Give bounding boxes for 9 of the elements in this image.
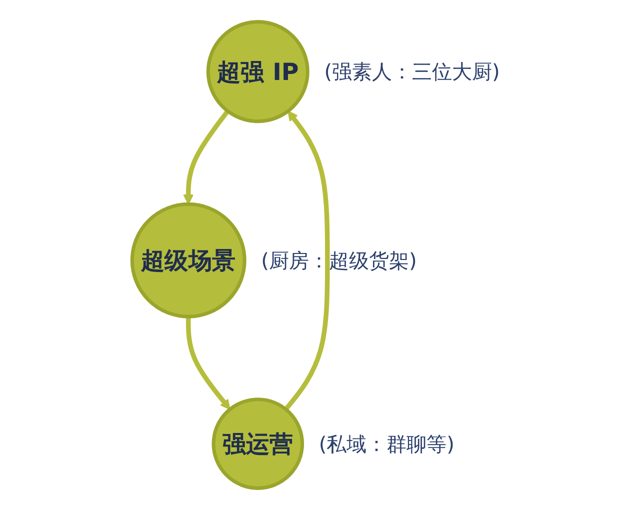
node-caption: (厨房：超级货架)	[261, 248, 417, 272]
node-circle: 超级场景	[130, 202, 246, 318]
arrow	[186, 316, 230, 410]
node-caption: (私域：群聊等)	[318, 432, 455, 456]
arrow	[284, 110, 330, 411]
node-circle: 超强 IP	[206, 20, 310, 124]
arrow	[183, 110, 230, 205]
node-caption: (强素人：三位大厨)	[324, 60, 500, 84]
node-circle: 强运营	[212, 398, 304, 490]
